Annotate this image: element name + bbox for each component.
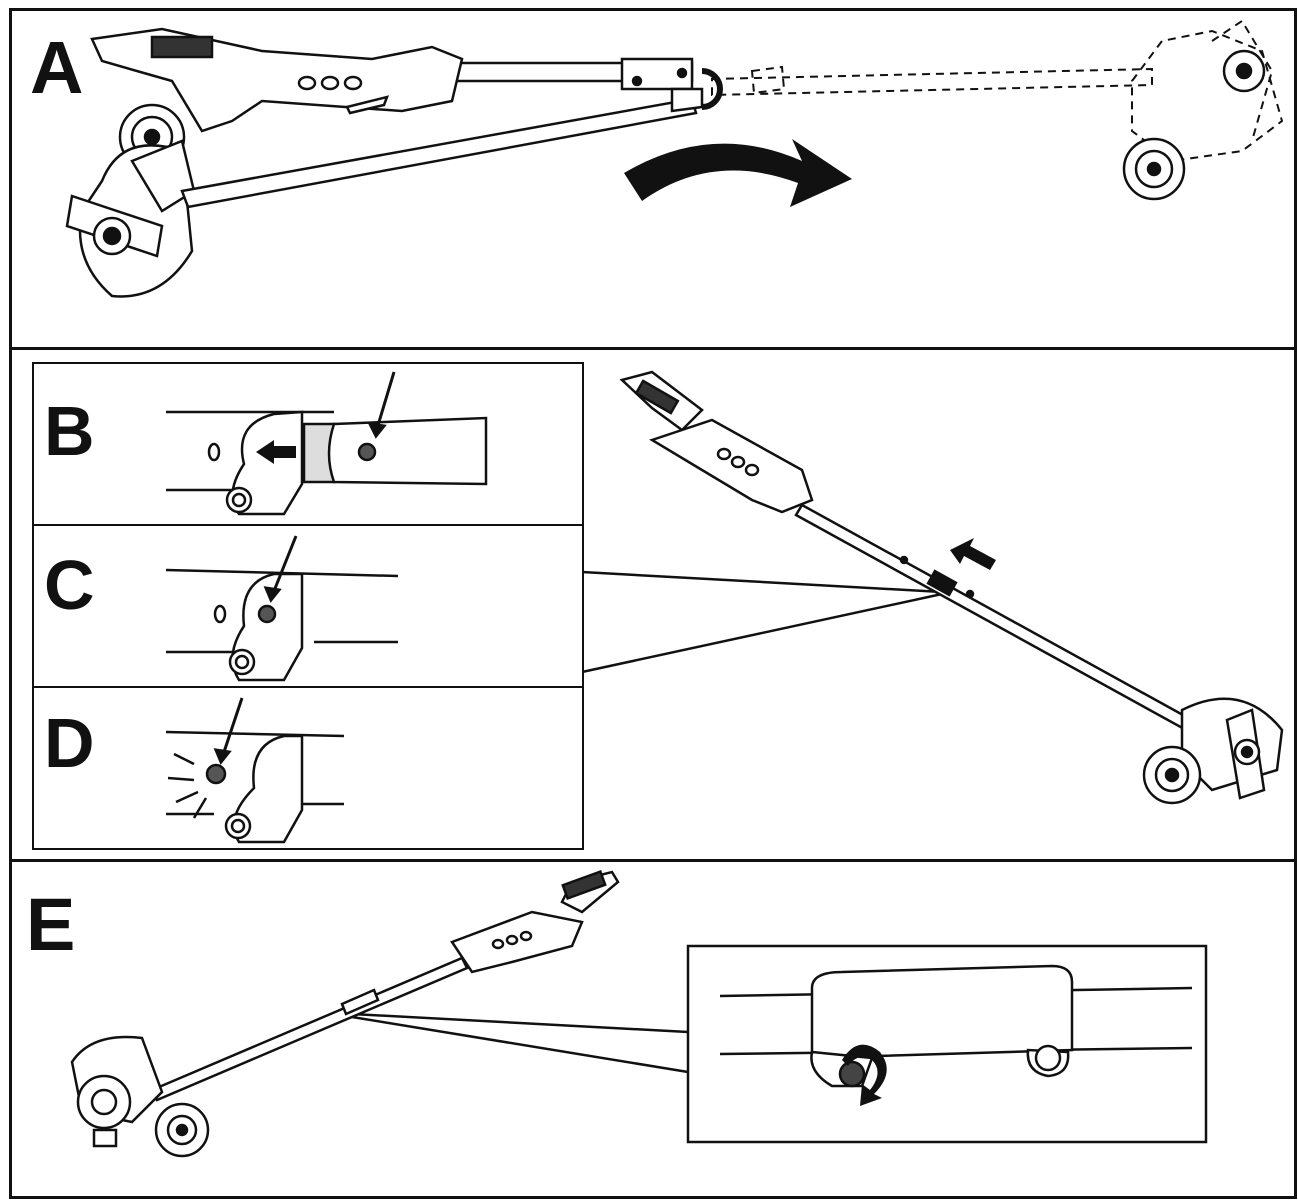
pointer-arrow-icon (367, 371, 396, 439)
step-d-label: D (44, 704, 95, 782)
edger-full-e (70, 869, 620, 1158)
shaft-lower-a (180, 97, 698, 209)
step-a-panel: A (9, 8, 1297, 350)
tighten-arrow-icon (842, 1044, 887, 1106)
step-e-illustration (70, 869, 1208, 1158)
step-a-label: A (30, 26, 83, 109)
rotate-arrow-icon (624, 139, 852, 207)
callout-lines-e (351, 1012, 689, 1074)
step-b-illustration (166, 371, 488, 516)
step-e-label: E (26, 883, 75, 966)
pointer-arrow-icon (263, 535, 298, 603)
step-bcd-panel: B C (9, 347, 1297, 862)
step-c-inset: C (32, 524, 584, 688)
step-c-label: C (44, 546, 95, 624)
step-bcd-illustration (581, 370, 1284, 805)
edger-head-a (65, 103, 196, 298)
step-e-inset (686, 944, 1208, 1144)
callout-lines-bcd (581, 570, 943, 674)
step-d-illustration (165, 697, 345, 844)
handle-a (90, 27, 464, 133)
unfolded-ghost-a (711, 19, 1284, 163)
push-arrow-icon (256, 440, 296, 464)
step-c-illustration (165, 535, 399, 682)
step-e-panel: E (9, 859, 1297, 1199)
step-a-illustration (65, 19, 1284, 298)
push-arrow-icon (950, 538, 996, 570)
step-b-inset: B (32, 362, 584, 526)
pointer-arrow-icon (213, 697, 244, 765)
step-d-inset: D (32, 686, 584, 850)
edger-full-bcd (619, 370, 1284, 805)
edger-head-ghost-a (1122, 49, 1266, 201)
shaft-upper-a (430, 57, 723, 113)
step-b-label: B (44, 392, 95, 470)
